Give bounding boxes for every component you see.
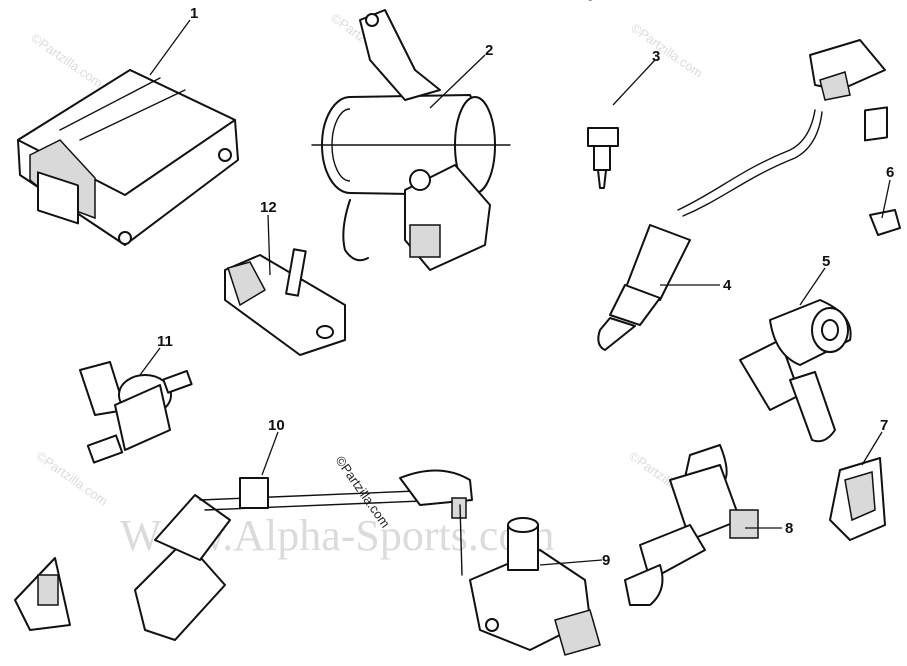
part-9-map-sensor — [469, 517, 601, 656]
part-11-pressure-regulator — [79, 361, 193, 464]
part-7-connector — [829, 457, 886, 541]
callout-5: 5 — [822, 253, 830, 270]
callout-3: 3 — [652, 48, 660, 65]
callout-9: 9 — [602, 552, 610, 569]
callout-11: 11 — [157, 333, 173, 350]
leader-lines — [139, 19, 891, 566]
watermark-top-right: ©Partzilla.com — [628, 20, 705, 80]
part-12-sensor-bracket — [224, 248, 346, 356]
watermark-top-left: ©Partzilla.com — [28, 30, 105, 90]
callout-10: 10 — [268, 417, 285, 434]
callout-labels: 1 2 3 4 5 6 7 8 9 10 11 12 — [157, 5, 894, 569]
callout-2: 2 — [485, 42, 493, 59]
part-6-bolt — [864, 106, 901, 236]
part-8-injector — [624, 444, 759, 606]
callout-12: 12 — [260, 199, 277, 216]
callout-4: 4 — [723, 277, 732, 294]
part-2-throttle-body — [311, 9, 511, 271]
part-4-o2-sensor — [597, 39, 886, 351]
callout-6: 6 — [886, 164, 894, 181]
part-10-sensor-cable — [134, 469, 473, 641]
callout-8: 8 — [785, 520, 793, 537]
part-fragment-bottom-left — [14, 557, 71, 631]
part-3-temp-sensor — [587, 0, 621, 189]
callout-7: 7 — [880, 417, 888, 434]
part-5-idle-valve — [739, 299, 852, 443]
part-1-ecu-module — [17, 69, 239, 246]
callout-1: 1 — [190, 5, 198, 22]
